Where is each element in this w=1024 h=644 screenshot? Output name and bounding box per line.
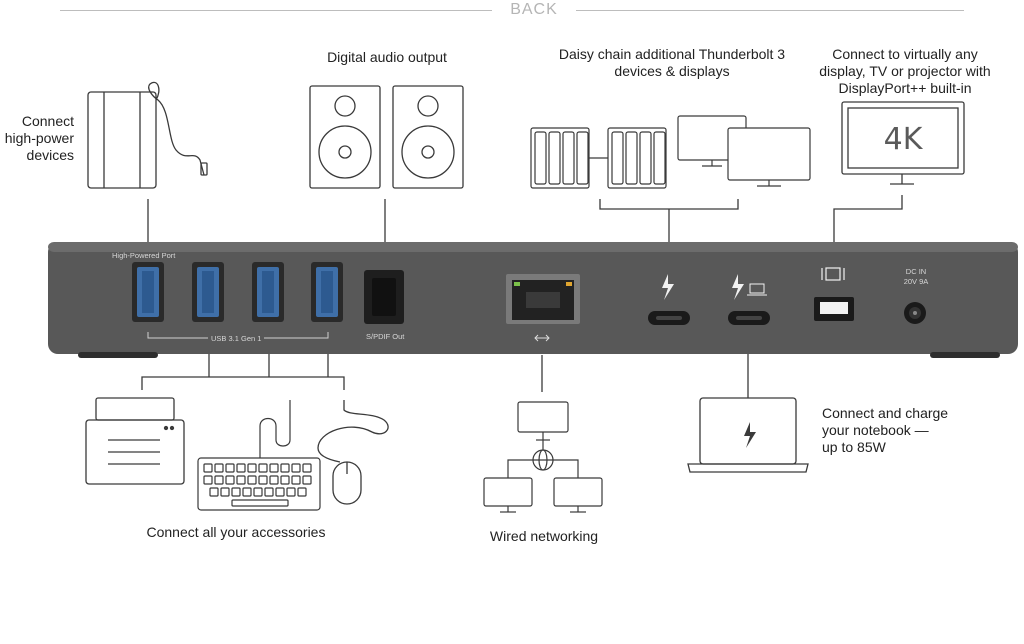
- keyboard-key: [247, 475, 257, 485]
- usb-port-2: [192, 262, 224, 322]
- keyboard-key: [258, 463, 268, 473]
- label-displayport: Connect to virtually any display, TV or …: [819, 46, 991, 96]
- header-line-left: [60, 10, 492, 11]
- keyboard-key: [258, 475, 268, 485]
- keyboard-key: [231, 487, 241, 497]
- keyboard-key: [302, 463, 312, 473]
- usb-ports: [132, 262, 343, 322]
- keyboard-key: [225, 463, 235, 473]
- header-title: BACK: [510, 1, 558, 18]
- dc-in-rating: 20V 9A: [903, 277, 929, 286]
- storage-array-icon: [530, 127, 667, 189]
- keyboard-key: [291, 475, 301, 485]
- keyboard-key: [275, 487, 285, 497]
- back-header: BACK: [0, 0, 1024, 20]
- spdif-label: S/PDIF Out: [366, 332, 405, 341]
- usb-port-4: [311, 262, 343, 322]
- keyboard-key: [291, 463, 301, 473]
- daisy-bracket: [599, 199, 739, 210]
- spdif-port: [364, 270, 404, 324]
- keyboard-key: [236, 475, 246, 485]
- label-notebook: Connect and charge your notebook — up to…: [822, 405, 949, 455]
- power-bank-icon: [87, 81, 208, 189]
- keyboard-key: [214, 463, 224, 473]
- keyboard-keys: [203, 463, 312, 507]
- keyboard-key: [264, 487, 274, 497]
- displayport-port: [814, 297, 854, 321]
- speaker-icon: [309, 85, 464, 189]
- laptop-icon: [687, 397, 809, 473]
- keyboard-key: [247, 463, 257, 473]
- 4k-display-icon: [841, 101, 965, 185]
- network-icon: [483, 401, 603, 513]
- keyboard-key: [297, 487, 307, 497]
- connector-line-dp: [833, 195, 903, 262]
- keyboard-key: [269, 463, 279, 473]
- dc-in-port: [904, 302, 926, 324]
- keyboard-key: [280, 475, 290, 485]
- keyboard-key: [225, 475, 235, 485]
- keyboard-spacebar: [231, 499, 289, 507]
- monitor-icon: [677, 115, 811, 187]
- dc-in-label: DC IN: [905, 267, 927, 276]
- high-powered-port-label: High-Powered Port: [112, 251, 176, 260]
- keyboard-key: [286, 487, 296, 497]
- usb-label: USB 3.1 Gen 1: [208, 334, 265, 343]
- usb-port-3: [252, 262, 284, 322]
- keyboard-key: [269, 475, 279, 485]
- label-wired-networking: Wired networking: [489, 528, 599, 544]
- thunderbolt-icon-2: [732, 274, 744, 300]
- keyboard-key: [242, 487, 252, 497]
- keyboard-key: [236, 463, 246, 473]
- ethernet-port: [506, 274, 580, 324]
- thunderbolt-port-2: [728, 311, 770, 325]
- ethernet-icon: [534, 334, 550, 342]
- thunderbolt-port-1: [648, 311, 690, 325]
- keyboard-key: [209, 487, 219, 497]
- keyboard-key: [302, 475, 312, 485]
- keyboard-icon: [197, 400, 321, 511]
- keyboard-key: [203, 463, 213, 473]
- usb-port-1: [132, 262, 164, 322]
- label-digital-audio: Digital audio output: [327, 49, 447, 65]
- printer-icon: [85, 397, 185, 485]
- laptop-small-icon: [747, 283, 767, 296]
- keyboard-key: [220, 487, 230, 497]
- header-line-right: [576, 10, 964, 11]
- keyboard-key: [280, 463, 290, 473]
- label-high-power-devices: Connect high-power devices: [4, 113, 74, 163]
- displayport-icon: [821, 267, 845, 281]
- label-daisy-chain: Daisy chain additional Thunderbolt 3 dev…: [558, 46, 786, 79]
- thunderbolt-icon: [662, 274, 674, 300]
- label-accessories: Connect all your accessories: [146, 524, 326, 540]
- accessories-bracket: [141, 376, 345, 390]
- 4k-text: 4K: [884, 122, 924, 157]
- keyboard-key: [253, 487, 263, 497]
- keyboard-key: [214, 475, 224, 485]
- keyboard-key: [203, 475, 213, 485]
- mouse-icon: [317, 400, 389, 505]
- laptop-thunderbolt-icon: [744, 422, 756, 448]
